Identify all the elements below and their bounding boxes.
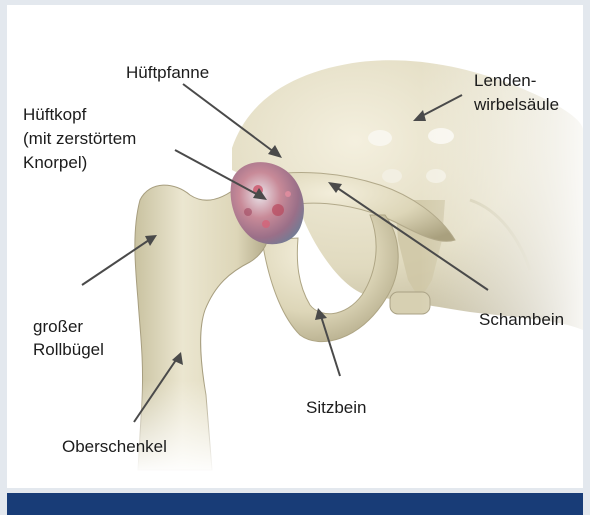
label-lenden-line1: Lenden- xyxy=(474,69,536,92)
bottom-bar xyxy=(7,493,583,515)
label-hueftkopf-line1: Hüftkopf xyxy=(23,103,86,126)
label-hueftkopf-line2: (mit zerstörtem xyxy=(23,127,136,150)
label-grosser-line1: großer xyxy=(33,315,83,338)
label-lenden-line2: wirbelsäule xyxy=(474,93,559,116)
label-schambein: Schambein xyxy=(479,308,564,331)
label-hueftpfanne: Hüftpfanne xyxy=(126,61,209,84)
label-hueftkopf-line3: Knorpel) xyxy=(23,151,87,174)
label-oberschenkel: Oberschenkel xyxy=(62,435,167,458)
label-sitzbein: Sitzbein xyxy=(306,396,366,419)
label-grosser-line2: Rollbügel xyxy=(33,338,104,361)
